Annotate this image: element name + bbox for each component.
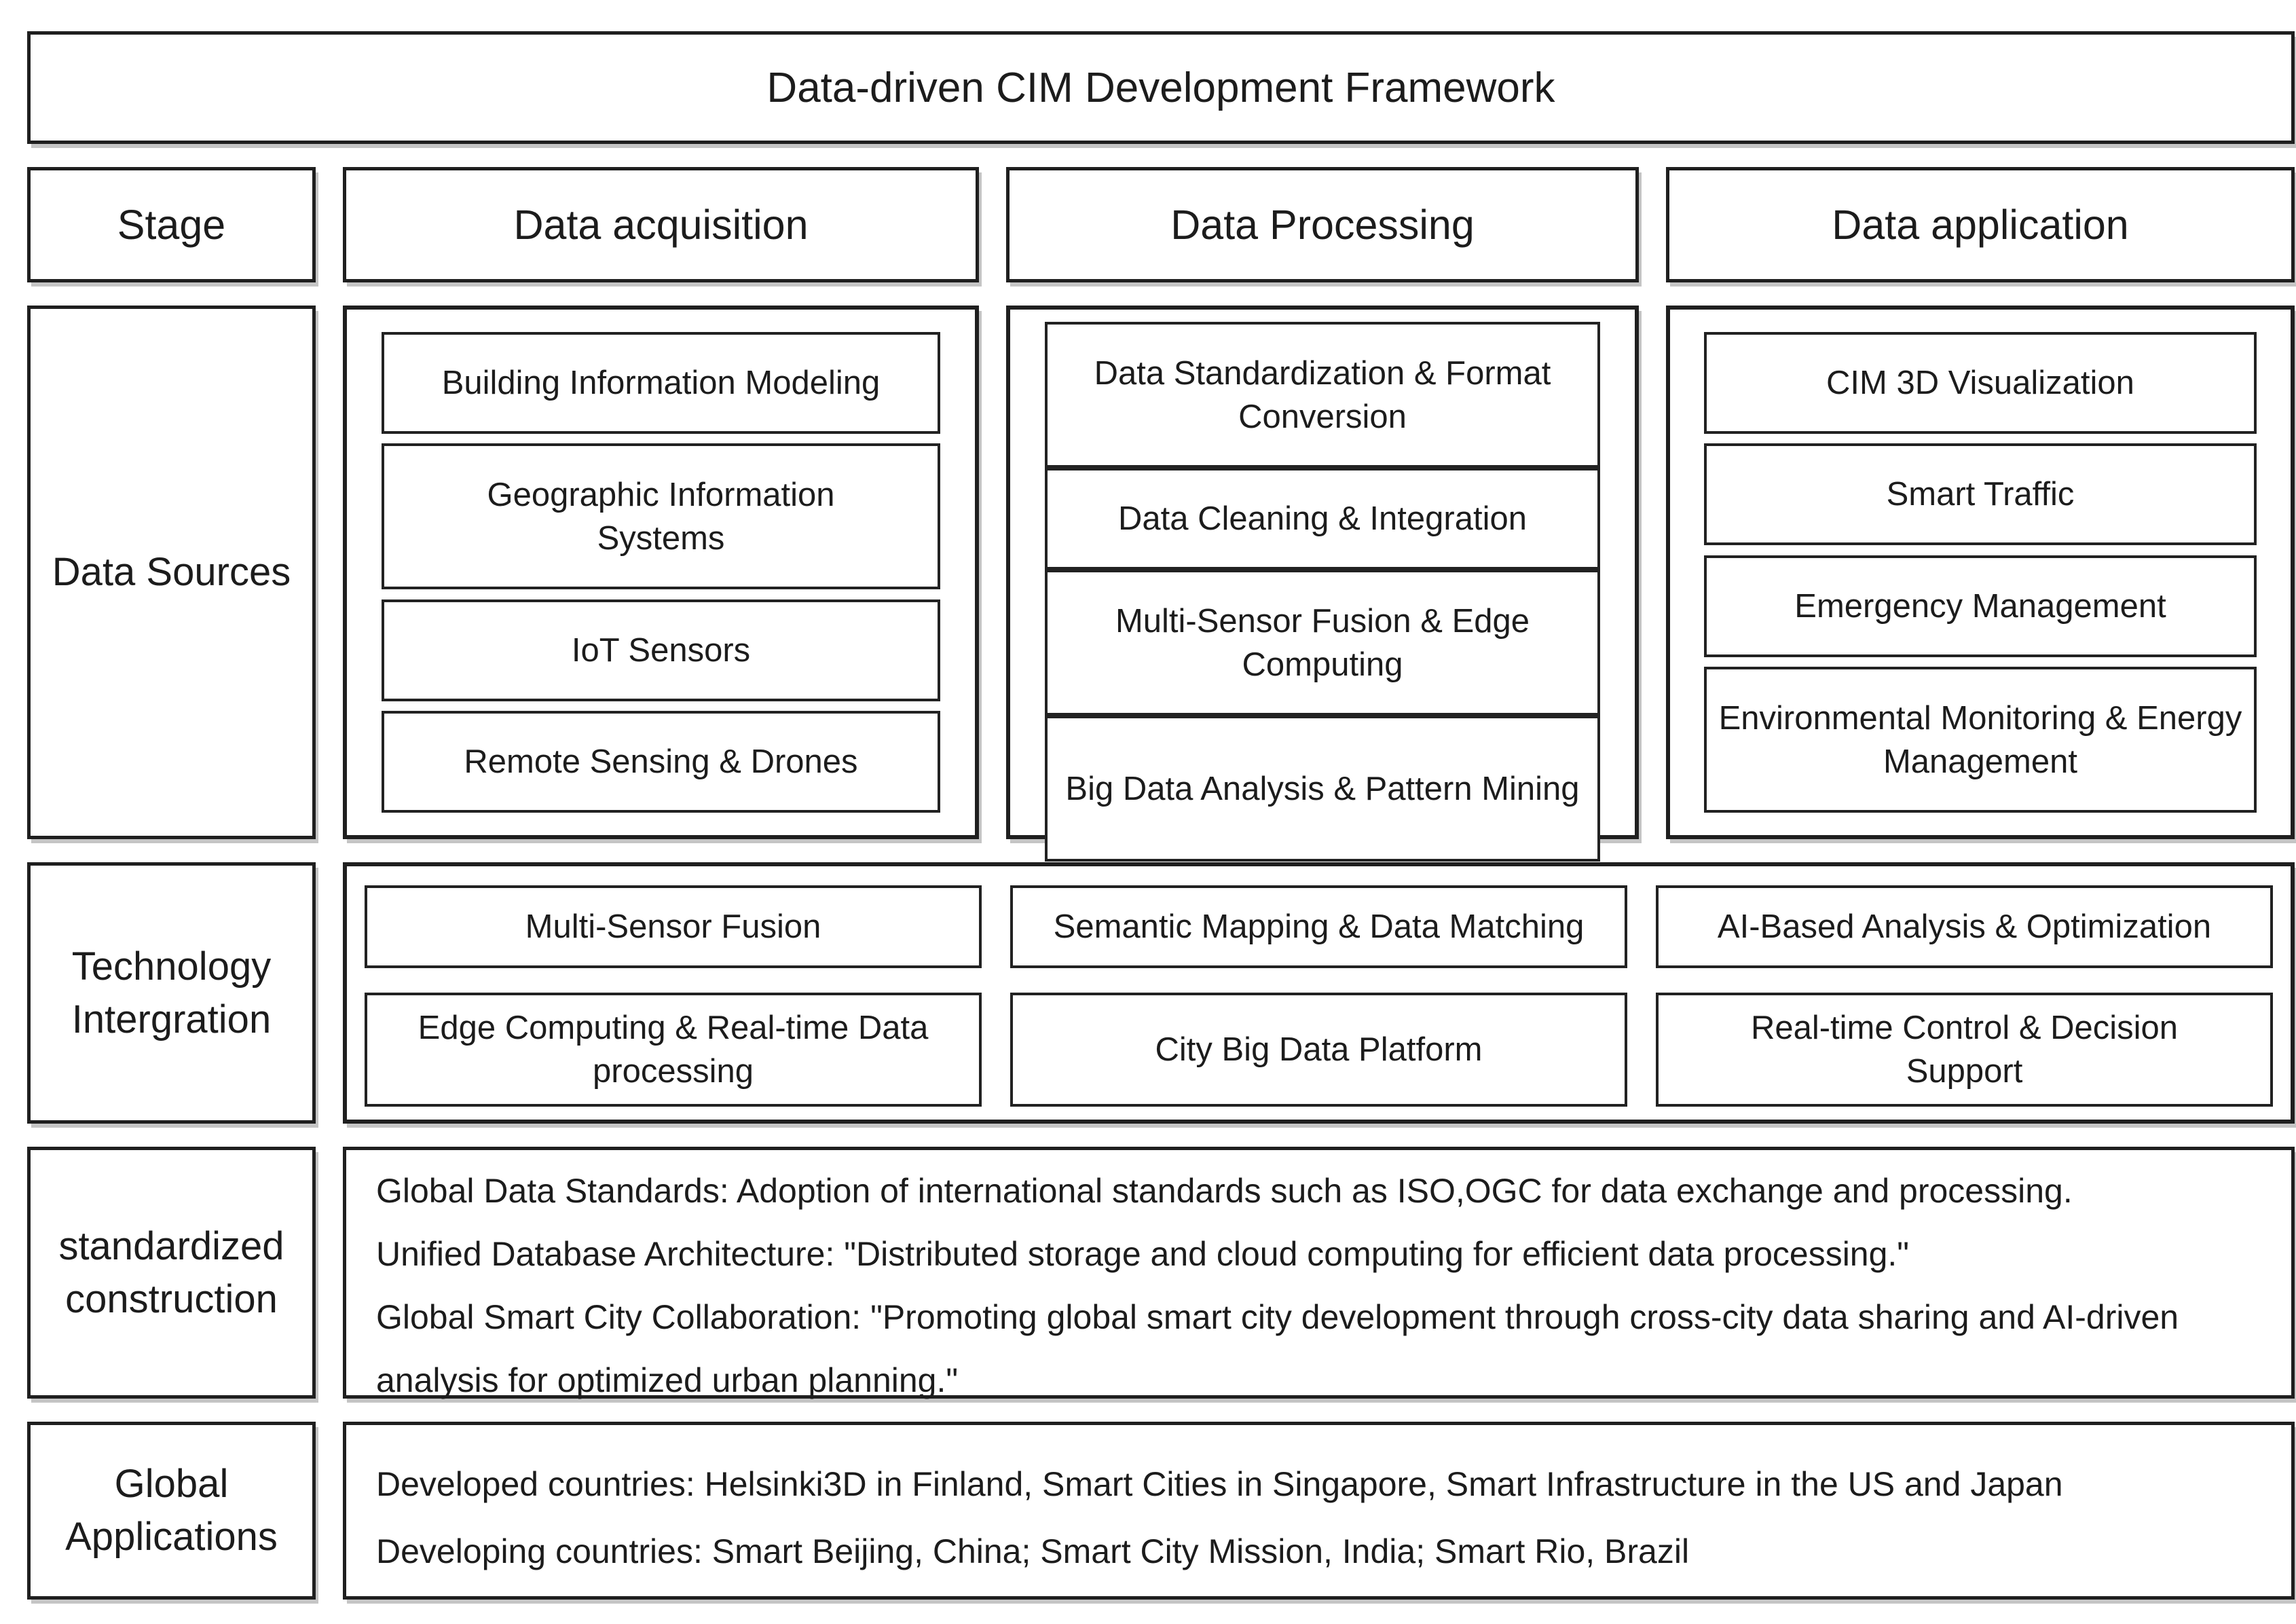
node-smart-traffic: Smart Traffic [1704, 443, 2257, 546]
node-label: Smart Traffic [1886, 476, 2075, 513]
node-emergency-management: Emergency Management [1704, 555, 2257, 657]
node-semantic-mapping-data-matching: Semantic Mapping & Data Matching [1010, 885, 1627, 968]
diagram-grid: Data-driven CIM Development Framework St… [27, 31, 2295, 1600]
node-label: CIM 3D Visualization [1826, 364, 2134, 401]
node-label: Edge Computing & Real-time Data processi… [418, 1010, 929, 1090]
row-label-technology-intergration: Technology Intergration [27, 862, 316, 1124]
node-environmental-monitoring-energy-management: Environmental Monitoring & Energy Manage… [1704, 667, 2257, 813]
node-label: Data Cleaning & Integration [1117, 500, 1527, 537]
node-edge-computing-real-time-data-processing: Edge Computing & Real-time Data processi… [365, 993, 982, 1107]
node-label: Multi-Sensor Fusion & Edge Computing [1115, 602, 1530, 683]
application-areas-group: CIM 3D Visualization Smart Traffic Emerg… [1666, 306, 2295, 839]
node-label: Multi-Sensor Fusion [525, 908, 821, 945]
node-label: Real-time Control & Decision Support [1750, 1010, 2179, 1090]
node-building-information-modeling: Building Information Modeling [381, 331, 941, 434]
standardized-line-global-smart-city-collaboration: Global Smart City Collaboration: "Promot… [376, 1298, 2179, 1399]
node-iot-sensors: IoT Sensors [381, 599, 941, 701]
node-label: City Big Data Platform [1155, 1031, 1483, 1068]
technology-group: Multi-Sensor Fusion Semantic Mapping & D… [343, 862, 2295, 1124]
row-label-standardized-construction: standardized construction [27, 1147, 316, 1399]
node-real-time-control-decision-support: Real-time Control & Decision Support [1656, 993, 2273, 1107]
node-big-data-analysis-pattern-mining: Big Data Analysis & Pattern Mining [1044, 716, 1601, 862]
technology-intergration-label: Technology Intergration [71, 944, 272, 1041]
node-label: IoT Sensors [571, 631, 751, 669]
stage-label: Stage [117, 202, 226, 248]
header-data-acquisition-label: Data acquisition [513, 202, 809, 248]
diagram-title: Data-driven CIM Development Framework [766, 64, 1555, 111]
row-label-data-sources: Data Sources [27, 306, 316, 839]
standardized-construction-label: standardized construction [58, 1223, 284, 1321]
node-label: Environmental Monitoring & Energy Manage… [1718, 699, 2242, 780]
node-ai-based-analysis-optimization: AI-Based Analysis & Optimization [1656, 885, 2273, 968]
node-geographic-information-systems: Geographic Information Systems [381, 443, 941, 590]
header-data-application: Data application [1666, 167, 2295, 282]
node-label: Data Standardization & Format Conversion [1094, 354, 1551, 435]
standardized-line-global-data-standards: Global Data Standards: Adoption of inter… [376, 1172, 2073, 1210]
standardized-line-unified-database-architecture: Unified Database Architecture: "Distribu… [376, 1235, 1910, 1273]
global-applications-text: Developed countries: Helsinki3D in Finla… [343, 1422, 2295, 1600]
standardized-construction-text: Global Data Standards: Adoption of inter… [343, 1147, 2295, 1399]
node-multi-sensor-fusion: Multi-Sensor Fusion [365, 885, 982, 968]
node-label: Semantic Mapping & Data Matching [1053, 908, 1585, 945]
node-label: Emergency Management [1794, 587, 2166, 625]
node-data-standardization-format-conversion: Data Standardization & Format Conversion [1044, 322, 1601, 468]
global-line-developed-countries: Developed countries: Helsinki3D in Finla… [376, 1465, 2063, 1503]
processing-steps-group: Data Standardization & Format Conversion… [1006, 306, 1639, 862]
node-label: AI-Based Analysis & Optimization [1717, 908, 2212, 945]
header-data-application-label: Data application [1832, 202, 2129, 248]
global-applications-label: Global Applications [65, 1462, 278, 1559]
header-data-processing-label: Data Processing [1170, 202, 1475, 248]
header-data-processing: Data Processing [1006, 167, 1639, 282]
node-remote-sensing-drones: Remote Sensing & Drones [381, 711, 941, 813]
row-label-global-applications: Global Applications [27, 1422, 316, 1600]
node-cim-3d-visualization: CIM 3D Visualization [1704, 331, 2257, 434]
stage-label-box: Stage [27, 167, 316, 282]
node-label: Geographic Information Systems [487, 476, 835, 557]
global-line-developing-countries: Developing countries: Smart Beijing, Chi… [376, 1532, 1690, 1570]
diagram-title-box: Data-driven CIM Development Framework [27, 31, 2295, 144]
node-city-big-data-platform: City Big Data Platform [1010, 993, 1627, 1107]
node-label: Building Information Modeling [441, 364, 881, 401]
data-sources-label: Data Sources [52, 550, 291, 594]
node-label: Remote Sensing & Drones [464, 743, 858, 781]
header-data-acquisition: Data acquisition [343, 167, 979, 282]
node-label: Big Data Analysis & Pattern Mining [1065, 770, 1580, 807]
node-multi-sensor-fusion-edge-computing: Multi-Sensor Fusion & Edge Computing [1044, 570, 1601, 716]
acquisition-sources-group: Building Information Modeling Geographic… [343, 306, 979, 839]
node-data-cleaning-integration: Data Cleaning & Integration [1044, 468, 1601, 570]
